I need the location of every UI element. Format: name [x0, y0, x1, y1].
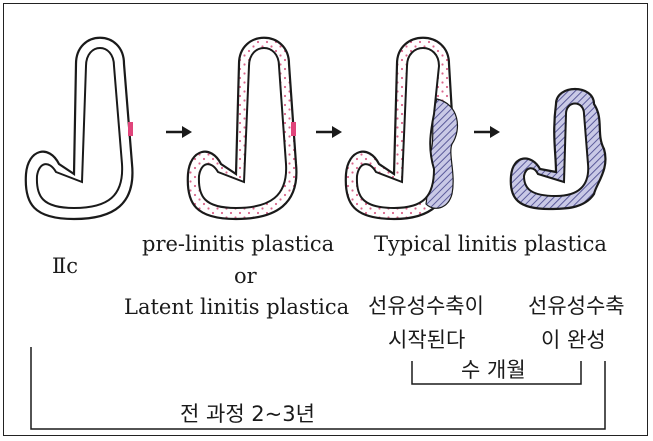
stomach-stage-4 — [511, 89, 606, 209]
label-fibrosis-start-line-2: 시작된다 — [388, 330, 465, 351]
stomach-stage-3 — [346, 38, 458, 219]
diagram-canvas — [4, 4, 649, 437]
label-stage-3: Typical linitis plastica — [374, 234, 607, 255]
label-interval-months: 수 개월 — [461, 360, 526, 381]
arrow-right-icon — [474, 126, 500, 138]
lesion-marker — [291, 122, 296, 136]
label-stage-2-line-3: Latent linitis plastica — [124, 297, 349, 318]
stomach-stage-2 — [188, 38, 297, 219]
stomach-stage-1 — [26, 38, 133, 219]
label-stage-1: Ⅱc — [52, 256, 78, 277]
label-fibrosis-done-line-1: 선유성수축 — [528, 296, 625, 317]
label-stage-2-line-2: or — [234, 266, 257, 287]
arrow-right-icon — [166, 126, 192, 138]
label-fibrosis-start-line-1: 선유성수축이 — [368, 296, 484, 317]
lesion-marker — [128, 122, 133, 136]
arrow-right-icon — [316, 126, 342, 138]
figure-frame: Ⅱc pre-linitis plastica or Latent liniti… — [3, 3, 648, 436]
label-fibrosis-done-line-2: 이 완성 — [541, 330, 606, 351]
label-total-duration: 전 과정 2~3년 — [180, 404, 315, 425]
label-stage-2-line-1: pre-linitis plastica — [142, 234, 334, 255]
